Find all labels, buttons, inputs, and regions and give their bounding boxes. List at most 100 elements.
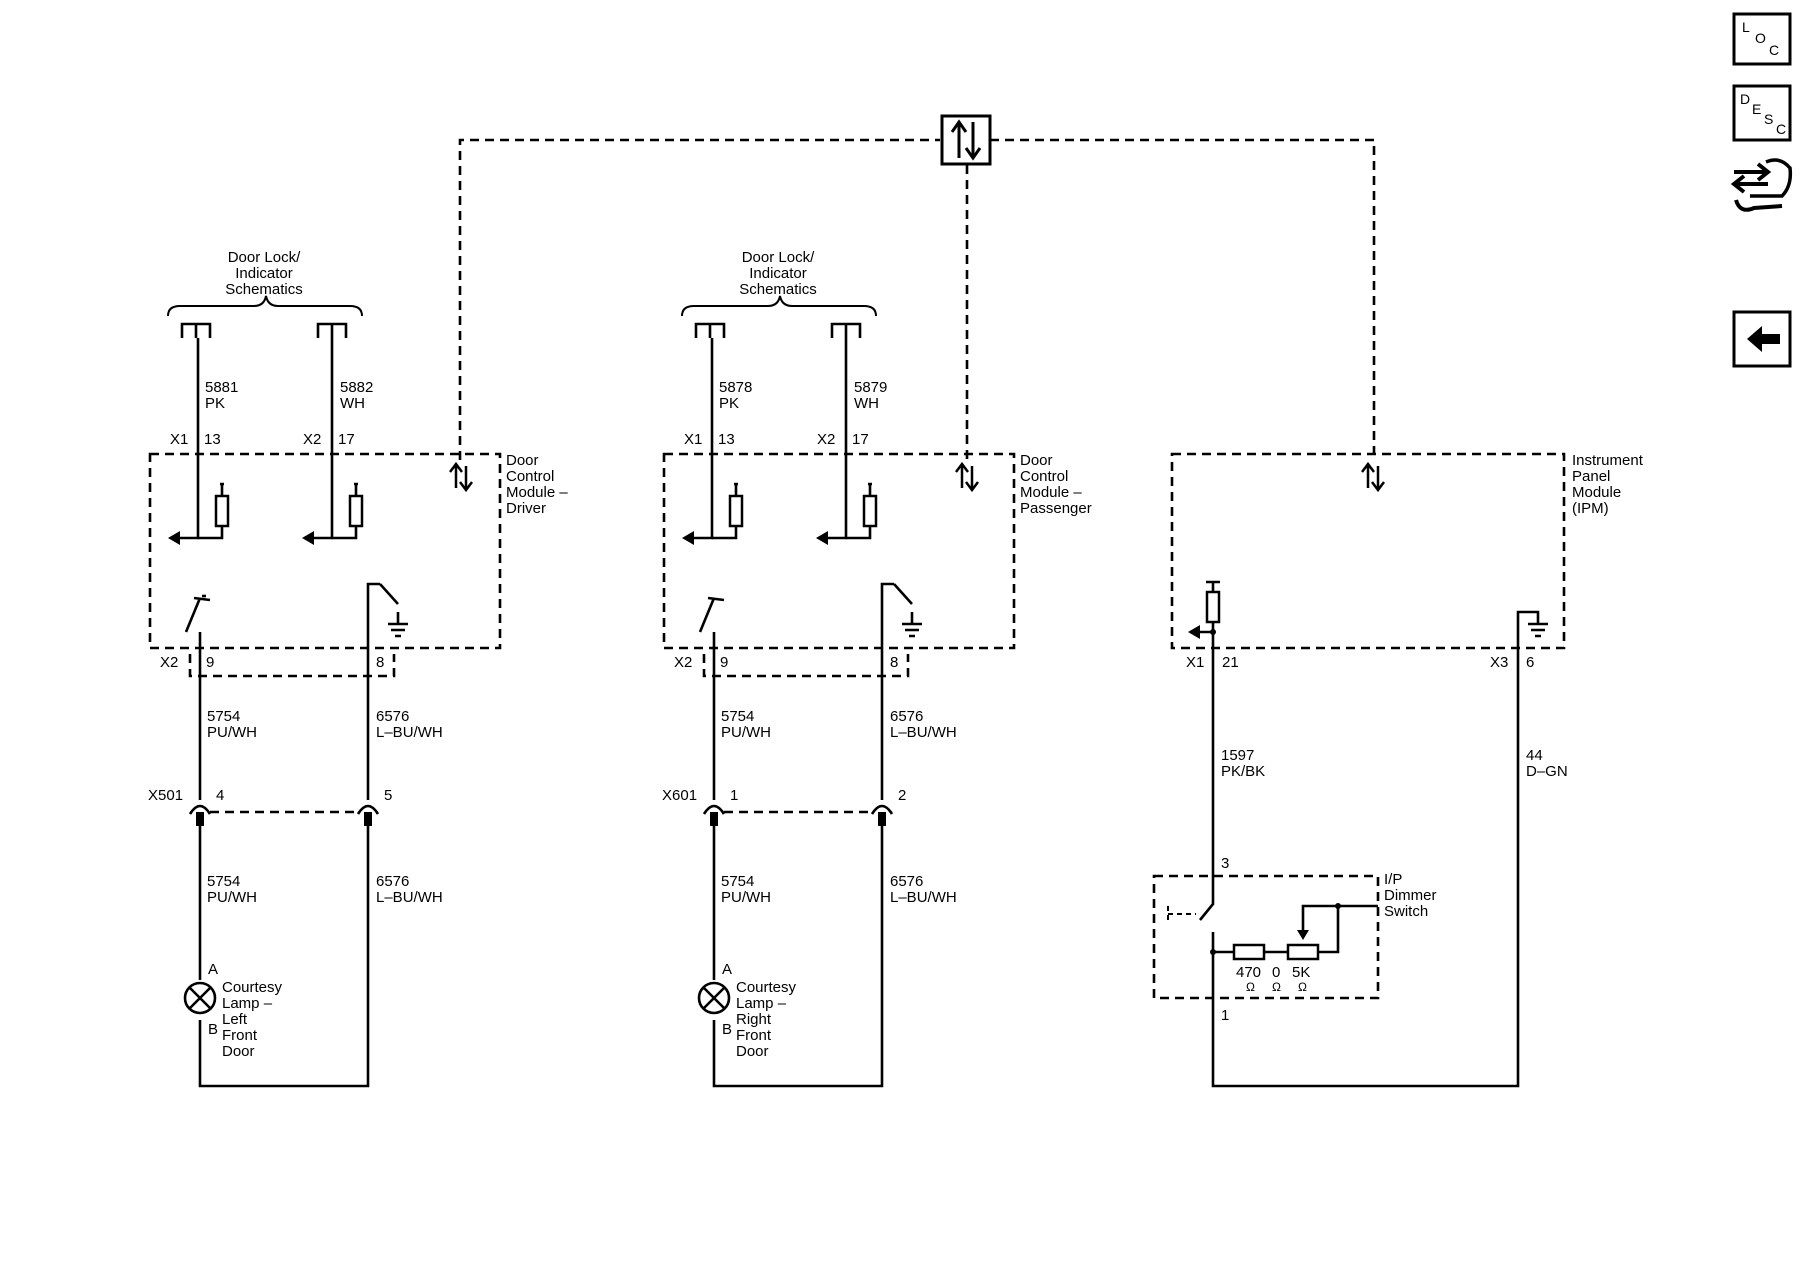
lamp-left-label-2: Lamp –	[222, 995, 273, 1012]
pin-a: A	[208, 961, 218, 978]
loc-letter-c: C	[1769, 42, 1779, 58]
circuit-6576-b: 6576	[376, 873, 409, 890]
connector-x3: X3	[1490, 654, 1508, 671]
circuit-5882-color: WH	[340, 395, 365, 412]
door-lock-label-l1: Door Lock/	[228, 249, 301, 266]
lamp-left-label-4: Front	[222, 1027, 258, 1044]
circuit-6576-a-color: L–BU/WH	[376, 724, 443, 741]
passenger-module-label-4: Passenger	[1020, 500, 1092, 517]
connector-x1-ipm: X1	[1186, 654, 1204, 671]
circuit-5754-pa: 5754	[721, 708, 754, 725]
circuit-6576-pb-color: L–BU/WH	[890, 889, 957, 906]
circuit-5754-pb-color: PU/WH	[721, 889, 771, 906]
ohm-symbol-3: Ω	[1298, 980, 1307, 994]
passenger-section: Door Lock/ Indicator Schematics 5878 PK …	[662, 249, 1092, 1088]
circuit-6576-pb: 6576	[890, 873, 923, 890]
circuit-5754-b: 5754	[207, 873, 240, 890]
pin-3: 3	[1221, 855, 1229, 872]
circuit-6576-a: 6576	[376, 708, 409, 725]
pin-17: 17	[338, 431, 355, 448]
pin-21: 21	[1222, 654, 1239, 671]
pin-17-p: 17	[852, 431, 869, 448]
circuit-5754-b-color: PU/WH	[207, 889, 257, 906]
circuit-5878: 5878	[719, 379, 752, 396]
pin-9-p: 9	[720, 654, 728, 671]
connector-hand-icon[interactable]	[1730, 158, 1793, 212]
desc-button[interactable]: D E S C	[1732, 84, 1792, 142]
desc-letter-e: E	[1752, 101, 1761, 117]
circuit-5879: 5879	[854, 379, 887, 396]
pin-4: 4	[216, 787, 224, 804]
pin-2-p: 2	[898, 787, 906, 804]
connector-x601: X601	[662, 787, 697, 804]
circuit-5754-pb: 5754	[721, 873, 754, 890]
connector-x1-p: X1	[684, 431, 702, 448]
pin-8-p: 8	[890, 654, 898, 671]
lamp-left-label-5: Door	[222, 1043, 255, 1060]
desc-letter-s: S	[1764, 111, 1773, 127]
circuit-5882: 5882	[340, 379, 373, 396]
lamp-icon	[697, 981, 731, 1015]
circuit-6576-b-color: L–BU/WH	[376, 889, 443, 906]
loc-letter-o: O	[1755, 30, 1766, 46]
lamp-right-label-2: Lamp –	[736, 995, 787, 1012]
lamp-icon	[183, 981, 217, 1015]
lamp-right-label-4: Front	[736, 1027, 772, 1044]
circuit-5878-color: PK	[719, 395, 739, 412]
pin-1-p: 1	[730, 787, 738, 804]
connector-x1: X1	[170, 431, 188, 448]
lamp-left-label-1: Courtesy	[222, 979, 283, 996]
connector-x501: X501	[148, 787, 183, 804]
back-arrow-button[interactable]	[1732, 310, 1792, 368]
lamp-right-label-3: Right	[736, 1011, 772, 1028]
pin-1: 1	[1221, 1007, 1229, 1024]
desc-letter-d: D	[1740, 91, 1750, 107]
driver-module-label-3: Module –	[506, 484, 568, 501]
pin-13-p: 13	[718, 431, 735, 448]
connector-x2: X2	[303, 431, 321, 448]
ipm-label-2: Panel	[1572, 468, 1610, 485]
circuit-5754-pa-color: PU/WH	[721, 724, 771, 741]
serial-data-bus	[458, 138, 1376, 460]
door-lock-label-p3: Schematics	[739, 281, 817, 298]
ohm-symbol-2: Ω	[1272, 980, 1281, 994]
circuit-5881: 5881	[205, 379, 238, 396]
connector-x2-p: X2	[817, 431, 835, 448]
pin-8: 8	[376, 654, 384, 671]
dimmer-label-2: Dimmer	[1384, 887, 1437, 904]
ipm-label-1: Instrument	[1572, 452, 1644, 469]
lamp-right-label-1: Courtesy	[736, 979, 797, 996]
desc-letter-c: C	[1776, 121, 1786, 137]
resistor-0: 0	[1272, 964, 1280, 981]
pin-6: 6	[1526, 654, 1534, 671]
serial-data-bus-icon[interactable]	[940, 114, 992, 166]
ipm-label-3: Module	[1572, 484, 1621, 501]
pin-a-p: A	[722, 961, 732, 978]
circuit-44-color: D–GN	[1526, 763, 1568, 780]
pin-5: 5	[384, 787, 392, 804]
circuit-5879-color: WH	[854, 395, 879, 412]
driver-section: Door Lock/ Indicator Schematics 5881 PK …	[148, 249, 568, 1088]
ipm-label-4: (IPM)	[1572, 500, 1609, 517]
connector-x2-p-bottom: X2	[674, 654, 692, 671]
door-lock-label-l2: Indicator	[235, 265, 293, 282]
circuit-6576-pa-color: L–BU/WH	[890, 724, 957, 741]
driver-module-label-2: Control	[506, 468, 554, 485]
loc-button[interactable]: L O C	[1732, 12, 1792, 66]
pin-13: 13	[204, 431, 221, 448]
dimmer-label-1: I/P	[1384, 871, 1402, 888]
circuit-5881-color: PK	[205, 395, 225, 412]
door-lock-label-p1: Door Lock/	[742, 249, 815, 266]
lamp-left-label-3: Left	[222, 1011, 248, 1028]
pin-b: B	[208, 1021, 218, 1038]
door-lock-label-p2: Indicator	[749, 265, 807, 282]
ohm-symbol-1: Ω	[1246, 980, 1255, 994]
resistor-470: 470	[1236, 964, 1261, 981]
circuit-5754-a-color: PU/WH	[207, 724, 257, 741]
loc-letter-l: L	[1742, 19, 1750, 35]
circuit-5754-a: 5754	[207, 708, 240, 725]
circuit-44: 44	[1526, 747, 1543, 764]
ipm-section: Instrument Panel Module (IPM) X1 21 X3 6…	[1152, 452, 1644, 1088]
driver-module-label-4: Driver	[506, 500, 546, 517]
